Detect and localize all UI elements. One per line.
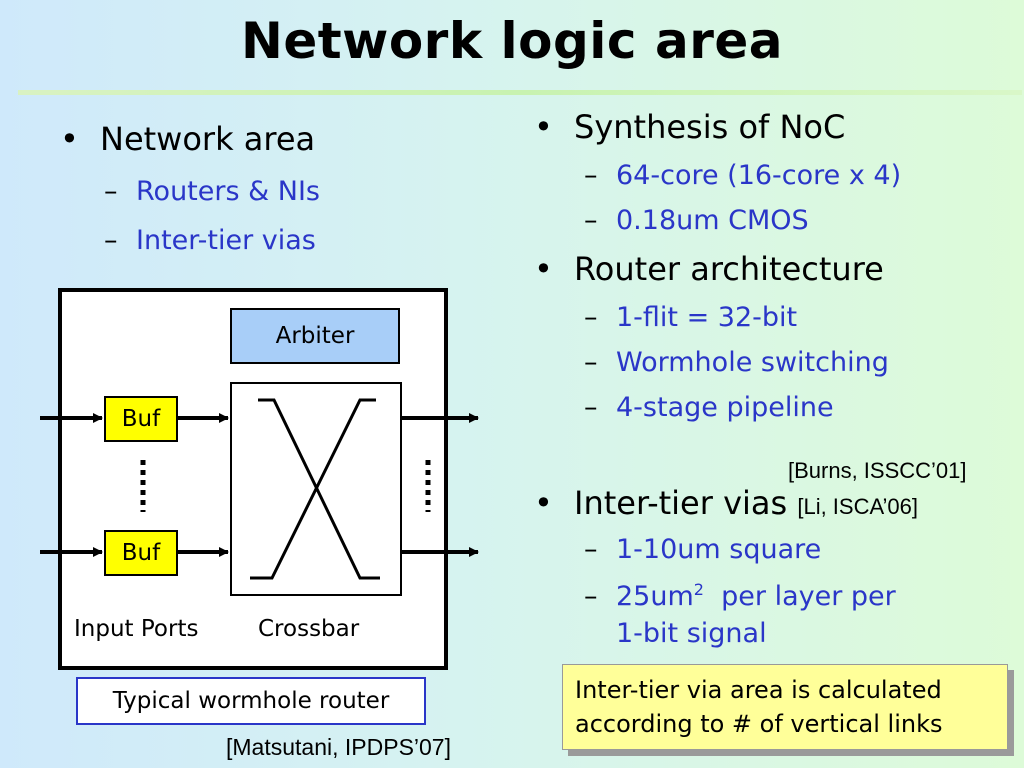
bullet-inter-tier-vias: •Inter-tier vias [Li, ISCA’06] [534,484,918,522]
callout-note: Inter-tier via area is calculated accord… [562,664,1008,750]
diagram-caption: Typical wormhole router [76,677,426,725]
sub-via-area-cont: 1-bit signal [616,618,767,649]
sub-routers-nis: –Routers & NIs [104,176,320,207]
citation-burns: [Burns, ISSCC’01] [788,458,967,483]
sub-via-size: –1-10um square [584,534,822,565]
crossbar-label: Crossbar [258,616,360,642]
title-underline [18,90,1022,95]
sub-via-area: –25um2 per layer per [584,580,896,612]
crossbar-line-b [250,398,376,580]
input-ports-label: Input Ports [74,616,199,642]
citation-li: [Li, ISCA’06] [797,494,918,519]
sub-flit: –1-flit = 32-bit [584,302,798,333]
bullet-dot: • [60,120,79,158]
citation-matsutani: [Matsutani, IPDPS’07] [226,734,451,760]
slide-title: Network logic area [240,12,784,70]
bullet-dot: • [534,484,553,522]
arbiter-block: Arbiter [230,308,400,364]
buffer-top: Buf [104,396,178,442]
bullet-router-architecture: •Router architecture [534,250,884,288]
bullet-dot: • [534,250,553,288]
sub-cmos: –0.18um CMOS [584,205,809,236]
sub-64-core: –64-core (16-core x 4) [584,160,902,191]
bullet-synthesis: •Synthesis of NoC [534,108,846,146]
bullet-network-area: •Network area [60,120,316,158]
sub-inter-tier-vias: –Inter-tier vias [104,225,316,256]
buffer-bottom: Buf [104,530,178,576]
bullet-dot: • [534,108,553,146]
sub-pipeline: –4-stage pipeline [584,392,834,423]
sub-wormhole: –Wormhole switching [584,347,889,378]
crossbar-line-a [258,398,380,580]
